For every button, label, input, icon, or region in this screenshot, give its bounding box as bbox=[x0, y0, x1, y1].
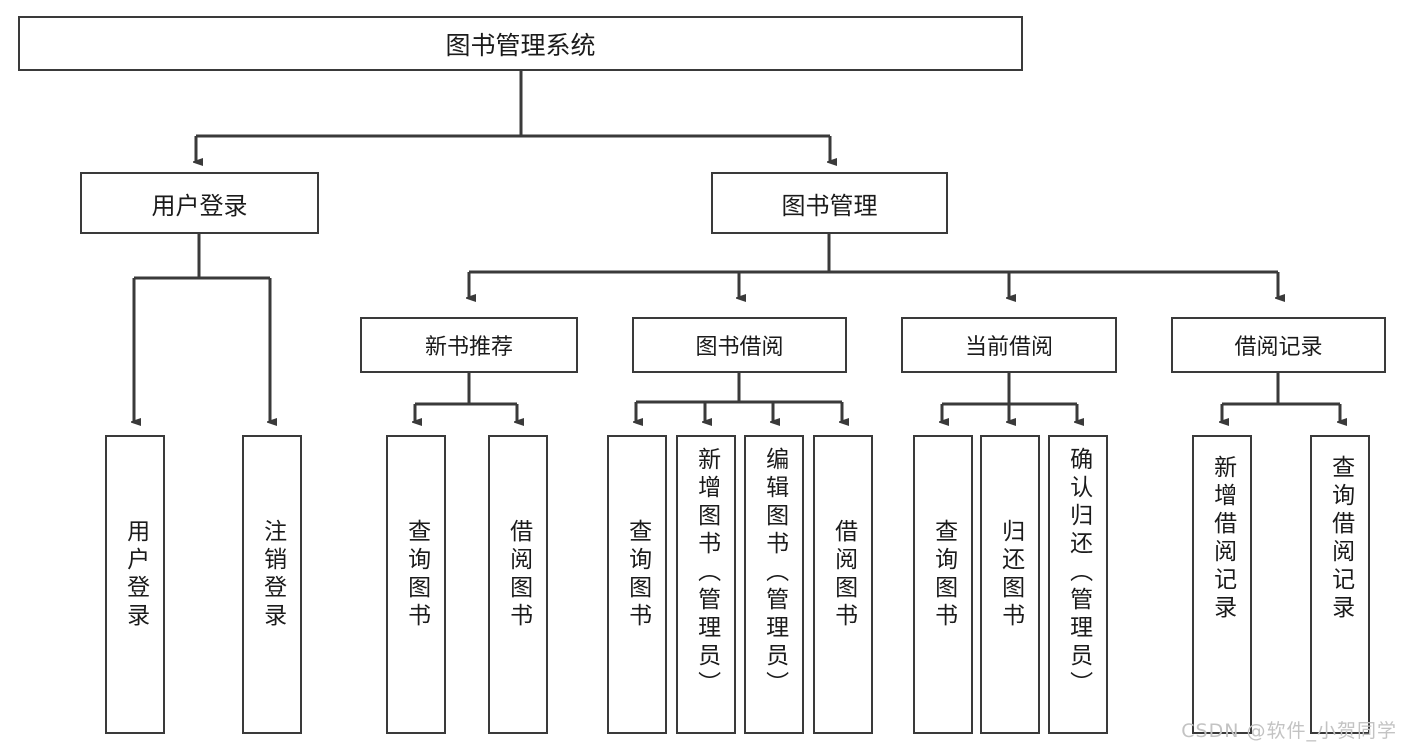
leaf-new-book-query-label: 查询图书 bbox=[403, 519, 430, 631]
leaf-user-login-signin-label: 用户登录 bbox=[122, 519, 149, 631]
leaf-borrow-edit-book-label: 编辑图书（管理员） bbox=[761, 447, 788, 699]
leaf-record-add[interactable]: 新增借阅记录 bbox=[1192, 435, 1252, 734]
node-book-management-label: 图书管理 bbox=[781, 191, 878, 220]
leaf-borrow-query-book[interactable]: 查询图书 bbox=[607, 435, 667, 734]
node-borrow-record[interactable]: 借阅记录 bbox=[1171, 317, 1386, 373]
leaf-borrow-add-book-label: 新增图书（管理员） bbox=[693, 447, 720, 699]
leaf-borrow-borrow-book-label: 借阅图书 bbox=[830, 519, 857, 631]
leaf-current-return-book-label: 归还图书 bbox=[997, 519, 1024, 631]
node-current-borrow[interactable]: 当前借阅 bbox=[901, 317, 1117, 373]
leaf-current-confirm-return-label: 确认归还（管理员） bbox=[1065, 447, 1092, 699]
node-borrow-record-label: 借阅记录 bbox=[1234, 335, 1323, 360]
csdn-watermark: CSDN @软件_小贺同学 bbox=[1181, 720, 1397, 742]
leaf-borrow-edit-book[interactable]: 编辑图书（管理员） bbox=[744, 435, 804, 734]
leaf-user-login-signout-label: 注销登录 bbox=[259, 519, 286, 631]
leaf-user-login-signout[interactable]: 注销登录 bbox=[242, 435, 302, 734]
leaf-record-query-label: 查询借阅记录 bbox=[1327, 455, 1354, 623]
node-user-login-label: 用户登录 bbox=[151, 191, 248, 220]
leaf-borrow-query-book-label: 查询图书 bbox=[624, 519, 651, 631]
node-book-borrow[interactable]: 图书借阅 bbox=[632, 317, 847, 373]
leaf-record-query[interactable]: 查询借阅记录 bbox=[1310, 435, 1370, 734]
leaf-borrow-borrow-book[interactable]: 借阅图书 bbox=[813, 435, 873, 734]
node-new-book-recommend-label: 新书推荐 bbox=[424, 335, 513, 360]
node-root-system[interactable]: 图书管理系统 bbox=[18, 16, 1023, 71]
leaf-user-login-signin[interactable]: 用户登录 bbox=[105, 435, 165, 734]
node-user-login[interactable]: 用户登录 bbox=[80, 172, 319, 234]
leaf-current-return-book[interactable]: 归还图书 bbox=[980, 435, 1040, 734]
leaf-record-add-label: 新增借阅记录 bbox=[1209, 455, 1236, 623]
node-new-book-recommend[interactable]: 新书推荐 bbox=[360, 317, 578, 373]
leaf-borrow-add-book[interactable]: 新增图书（管理员） bbox=[676, 435, 736, 734]
node-current-borrow-label: 当前借阅 bbox=[964, 335, 1053, 360]
leaf-current-query-book-label: 查询图书 bbox=[930, 519, 957, 631]
node-root-label: 图书管理系统 bbox=[445, 30, 596, 60]
leaf-current-confirm-return[interactable]: 确认归还（管理员） bbox=[1048, 435, 1108, 734]
leaf-new-book-query[interactable]: 查询图书 bbox=[386, 435, 446, 734]
leaf-current-query-book[interactable]: 查询图书 bbox=[913, 435, 973, 734]
node-book-borrow-label: 图书借阅 bbox=[695, 335, 784, 360]
leaf-new-book-borrow-label: 借阅图书 bbox=[505, 519, 532, 631]
leaf-new-book-borrow[interactable]: 借阅图书 bbox=[488, 435, 548, 734]
node-book-management[interactable]: 图书管理 bbox=[711, 172, 948, 234]
